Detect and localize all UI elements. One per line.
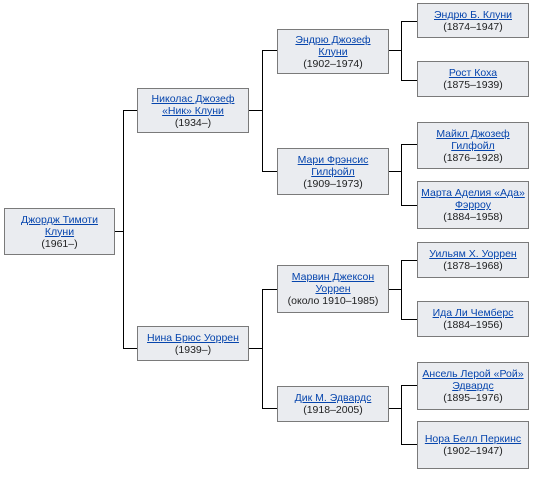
person-years: (1874–1947) — [443, 20, 503, 33]
person-name-link[interactable]: Эндрю Джозеф Клуни — [295, 33, 371, 58]
connector-line — [249, 110, 263, 111]
person-name-link[interactable]: Марвин Джексон Уоррен — [291, 271, 375, 295]
person-box-father: Николас Джозеф «Ник» Клуни (1934–) — [137, 88, 249, 133]
person-name-link[interactable]: Майкл Джозеф Гилфойл — [436, 127, 510, 152]
person-name-link[interactable]: Николас Джозеф «Ник» Клуни — [151, 92, 235, 117]
person-years: (1961–) — [41, 237, 78, 250]
person-years: (1918–2005) — [303, 404, 363, 416]
person-box-mother: Нина Брюс Уоррен (1939–) — [137, 326, 249, 361]
connector-line — [123, 348, 137, 349]
connector-line — [401, 144, 417, 145]
person-box-great-grandparent: Рост Коха (1875–1939) — [417, 61, 529, 97]
person-box-great-grandparent: Ансель Лерой «Рой» Эдвардс (1895–1976) — [417, 362, 529, 410]
person-years: (1934–) — [174, 116, 212, 129]
connector-line — [389, 408, 402, 409]
connector-line — [262, 289, 277, 290]
person-box-great-grandparent: Эндрю Б. Клуни (1874–1947) — [417, 3, 529, 38]
person-box-great-grandparent: Марта Аделия «Ада» Фэрроу (1884–1958) — [417, 181, 529, 229]
person-name-link[interactable]: Рост Коха — [448, 67, 498, 79]
connector-line — [389, 50, 402, 51]
person-years: (1876–1928) — [443, 151, 503, 164]
person-name-link[interactable]: Марта Аделия «Ада» Фэрроу — [421, 187, 525, 211]
person-name-link[interactable]: Дик М. Эдвардс — [294, 392, 372, 404]
connector-line — [262, 50, 263, 172]
connector-line — [123, 110, 124, 349]
connector-line — [401, 444, 417, 445]
connector-line — [401, 260, 402, 320]
person-box-subject: Джордж Тимоти Клуни (1961–) — [4, 208, 115, 255]
person-box-great-grandparent: Ида Ли Чемберс (1884–1956) — [417, 301, 529, 337]
person-box-great-grandparent: Майкл Джозеф Гилфойл (1876–1928) — [417, 122, 529, 169]
person-name-link[interactable]: Нина Брюс Уоррен — [147, 331, 239, 344]
connector-line — [249, 348, 263, 349]
connector-line — [401, 319, 417, 320]
person-years: (1895–1976) — [443, 392, 503, 404]
person-name-link[interactable]: Ида Ли Чемберс — [432, 307, 514, 319]
person-years: (1909–1973) — [303, 177, 363, 190]
person-years: (1939–) — [174, 343, 212, 356]
person-name-link[interactable]: Джордж Тимоти Клуни — [21, 213, 98, 238]
person-years: (1884–1958) — [443, 211, 503, 223]
connector-line — [123, 110, 137, 111]
connector-line — [401, 80, 417, 81]
connector-line — [401, 260, 417, 261]
person-box-paternal-grandmother: Мари Фрэнсис Гилфойл (1909–1973) — [277, 148, 389, 195]
person-years: (1878–1968) — [443, 260, 503, 272]
connector-line — [262, 289, 263, 409]
person-name-link[interactable]: Уильям Х. Уоррен — [429, 248, 517, 260]
person-box-great-grandparent: Уильям Х. Уоррен (1878–1968) — [417, 242, 529, 278]
connector-line — [389, 171, 402, 172]
connector-line — [389, 289, 402, 290]
connector-line — [401, 385, 402, 445]
person-box-great-grandparent: Нора Белл Перкинс (1902–1947) — [417, 421, 529, 469]
connector-line — [401, 205, 417, 206]
connector-line — [401, 385, 417, 386]
connector-line — [401, 21, 417, 22]
connector-line — [262, 408, 277, 409]
person-name-link[interactable]: Мари Фрэнсис Гилфойл — [297, 153, 369, 178]
person-name-link[interactable]: Эндрю Б. Клуни — [434, 8, 512, 21]
person-years: (1884–1956) — [443, 319, 503, 331]
person-box-maternal-grandfather: Марвин Джексон Уоррен (около 1910–1985) — [277, 265, 389, 313]
person-box-maternal-grandmother: Дик М. Эдвардс (1918–2005) — [277, 386, 389, 422]
person-years: (1902–1974) — [303, 57, 363, 70]
person-years: (1875–1939) — [443, 79, 503, 91]
person-name-link[interactable]: Ансель Лерой «Рой» Эдвардс — [422, 368, 524, 392]
connector-line — [401, 144, 402, 206]
person-years: (около 1910–1985) — [287, 295, 379, 307]
connector-line — [115, 231, 124, 232]
connector-line — [401, 21, 402, 81]
person-box-paternal-grandfather: Эндрю Джозеф Клуни (1902–1974) — [277, 29, 389, 74]
person-years: (1902–1947) — [443, 445, 503, 457]
connector-line — [262, 171, 277, 172]
person-name-link[interactable]: Нора Белл Перкинс — [424, 433, 522, 445]
connector-line — [262, 50, 277, 51]
